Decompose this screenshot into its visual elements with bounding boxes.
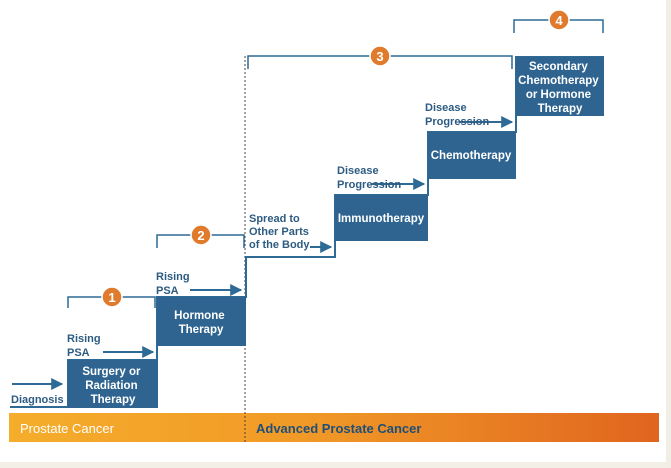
box-hormone-line-2: Therapy (179, 324, 224, 336)
step-number-3: 3 (376, 49, 383, 64)
progression-2-line-1: Disease (425, 102, 467, 114)
stage-bar-right-label: Advanced Prostate Cancer (256, 421, 421, 436)
box-surgery-line-1: Surgery or (82, 366, 141, 378)
svg-text:Rising PSA: Rising PSA (156, 271, 193, 297)
svg-text:Disease Progression: Disease Progression (337, 165, 401, 191)
spread-line-1: Spread to (249, 213, 300, 225)
diagnosis-label: Diagnosis (11, 394, 64, 406)
progression-2-line-2: Progression (425, 116, 489, 128)
stage-bar-left-label: Prostate Cancer (20, 421, 115, 436)
box-surgery-line-3: Therapy (91, 394, 136, 406)
box-hormone-therapy (157, 297, 246, 346)
rising-psa-2-line-1: Rising (156, 271, 190, 283)
spread-line-3: of the Body (249, 239, 310, 251)
svg-text:Disease Progression: Disease Progression (425, 102, 489, 128)
step-badge-1: 1 (101, 286, 123, 308)
svg-text:Rising PSA: Rising PSA (67, 333, 104, 359)
step-badge-2: 2 (190, 224, 212, 246)
rising-psa-1-line-1: Rising (67, 333, 101, 345)
svg-text:Spread to Other Parts: Spread to Other Parts of the Body (249, 213, 312, 251)
box-surgery-line-2: Radiation (85, 380, 137, 392)
step-number-4: 4 (555, 13, 563, 28)
box-immunotherapy-label: Immunotherapy (338, 213, 425, 225)
svg-text:Hormone Therapy: Hormone Therapy (174, 310, 228, 336)
box-chemotherapy-label: Chemotherapy (431, 150, 512, 162)
box-hormone-line-1: Hormone (174, 310, 224, 322)
spread-line-2: Other Parts (249, 226, 309, 238)
svg-text:Secondary Chemotherapy: Secondary Chemotherapy or Hormone Therap… (518, 61, 602, 115)
box-surgery-radiation (68, 360, 158, 408)
step-badge-3: 3 (369, 45, 391, 67)
frame-bottom-edge (0, 462, 671, 468)
stage-bar (9, 413, 659, 442)
rising-psa-1-line-2: PSA (67, 347, 90, 359)
rising-psa-2-line-2: PSA (156, 285, 179, 297)
box-secondary-therapy (516, 57, 604, 116)
box-immunotherapy (335, 195, 428, 241)
box-chemotherapy (428, 132, 516, 179)
step-badge-4: 4 (548, 9, 570, 31)
frame-right-edge (666, 0, 671, 468)
box-secondary-line-4: Therapy (538, 103, 583, 115)
box-secondary-line-3: or Hormone (526, 89, 591, 101)
progression-1-line-1: Disease (337, 165, 379, 177)
step-number-1: 1 (108, 290, 115, 305)
step-number-2: 2 (197, 228, 204, 243)
box-secondary-line-1: Secondary (529, 61, 588, 73)
progression-1-line-2: Progression (337, 179, 401, 191)
svg-text:Surgery or Radiation T: Surgery or Radiation Therapy (82, 366, 143, 406)
box-secondary-line-2: Chemotherapy (518, 75, 599, 87)
